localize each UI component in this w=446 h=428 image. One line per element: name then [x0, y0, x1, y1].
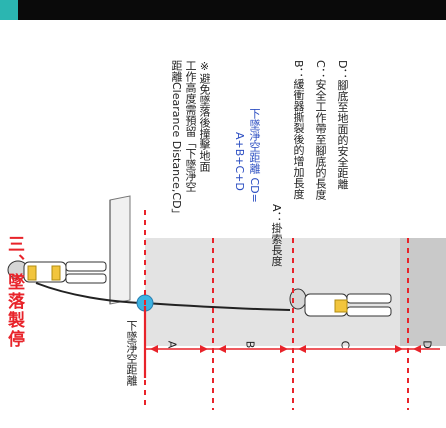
clearance-label: 下墜淨空距離	[125, 320, 138, 386]
ground-surface	[400, 238, 446, 346]
section-title: 三、墜落製停	[4, 235, 24, 349]
top-bar	[0, 0, 446, 20]
fallen-harness	[334, 299, 348, 313]
formula-line-2: A+B+C+D	[233, 132, 246, 191]
segment-label-c: C	[338, 340, 352, 349]
worker-fallen	[289, 288, 392, 317]
arrow-a-right	[200, 345, 208, 353]
arrow-b-right	[280, 345, 288, 353]
diagram-svg	[7, 195, 446, 410]
note-line-3: 距離Clearance Distance,CD」	[170, 60, 183, 220]
arrow-a-left	[150, 345, 158, 353]
top-bar-accent	[0, 0, 18, 20]
worker-harness	[27, 265, 37, 281]
segment-label-d: D	[420, 340, 434, 349]
lanyard-extended	[144, 302, 291, 311]
fallen-leg-1	[346, 293, 392, 304]
arrow-b-left	[218, 345, 226, 353]
wall	[109, 195, 131, 305]
lanyard	[35, 282, 146, 304]
segment-label-b: B	[243, 340, 257, 349]
worker-leg-2	[65, 273, 107, 284]
diagram-stage: A B C D 三、墜落製停 下墜淨空距離 距離Clearance Distan…	[0, 20, 446, 428]
fallen-leg-2	[346, 306, 392, 317]
arrow-d-left	[413, 345, 421, 353]
worker-leg-1	[65, 261, 107, 272]
definition-b: B：緩衝器撕裂後的增加長度	[292, 60, 305, 200]
definition-c: C：安全工作帶至腳底的長度	[314, 60, 327, 200]
definition-a: A：掛索長度	[270, 204, 283, 267]
arrow-c-right	[395, 345, 403, 353]
measure-arrows	[150, 345, 421, 353]
worker-standing	[7, 260, 107, 284]
formula-line-1: 下墜淨空距離 CD=	[248, 108, 261, 203]
segment-label-a: A	[165, 340, 179, 349]
note-line-2: 工作高度需預留「下墜淨空	[184, 60, 197, 192]
definition-d: D：腳底至地面的安全距離	[336, 60, 349, 190]
worker-harness-2	[51, 265, 61, 281]
arrow-c-left	[298, 345, 306, 353]
note-line-1: ※避免墜落後撞擊地面	[198, 60, 211, 172]
